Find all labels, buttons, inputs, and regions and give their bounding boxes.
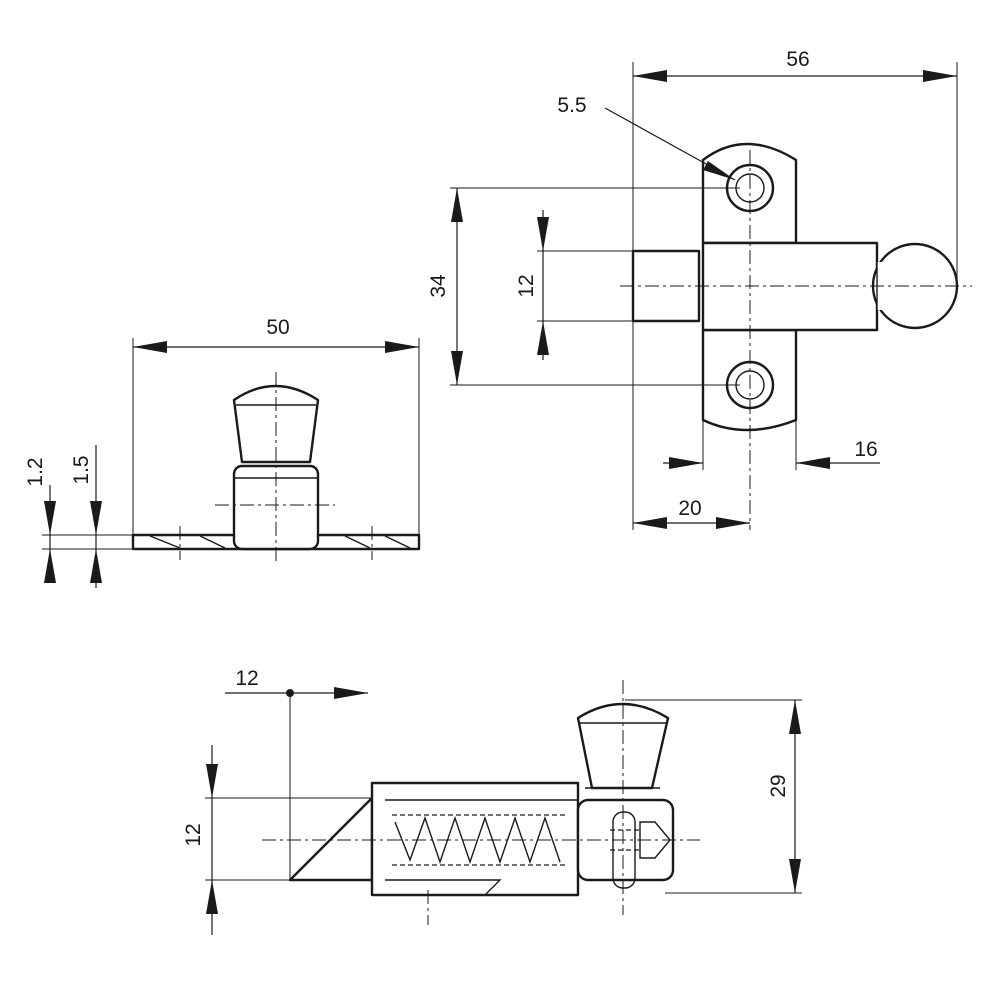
- spring: [394, 815, 561, 865]
- dim-29: 29: [767, 774, 790, 797]
- latch-wedge: [288, 796, 374, 882]
- dim-16: 16: [854, 438, 877, 461]
- section-housing: [370, 781, 580, 897]
- dim-20: 20: [678, 497, 701, 520]
- dim-12-travel: 12: [235, 667, 258, 690]
- dim-12-bolt: 12: [515, 274, 538, 297]
- dim-56: 56: [786, 48, 809, 71]
- dim-1-2: 1.2: [24, 457, 47, 486]
- dim-34: 34: [427, 274, 450, 298]
- dim-1-5: 1.5: [70, 455, 93, 484]
- section-view: 12 12 29: [182, 667, 802, 935]
- dim-12-height: 12: [182, 823, 205, 846]
- dim-50: 50: [266, 316, 289, 339]
- section-knob: [576, 702, 670, 790]
- top-view: 56 5.5 34 12 16 20: [427, 48, 972, 530]
- side-view: 50 1.2 1.5: [24, 316, 421, 588]
- dim-5-5: 5.5: [557, 94, 586, 117]
